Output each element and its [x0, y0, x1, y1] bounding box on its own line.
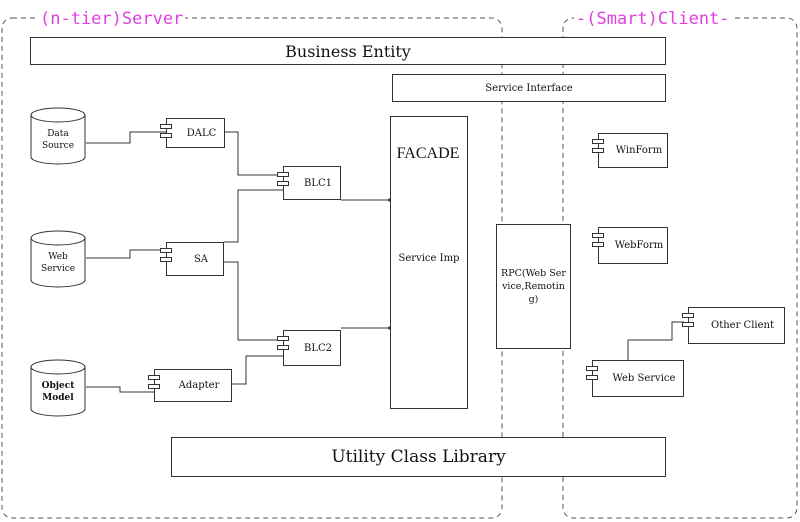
- web-service-source-label: Web Service: [40, 252, 76, 274]
- component-tab-icon: [148, 384, 160, 389]
- client-region-title: -(Smart)Client-: [574, 9, 732, 29]
- client-region-frame: [562, 17, 798, 519]
- line-datasource-dalc: [86, 131, 166, 144]
- component-tab-icon: [592, 139, 604, 144]
- server-region-title: (n-tier)Server: [38, 9, 186, 29]
- blc1-label: BLC1: [303, 177, 332, 189]
- adapter-component: Adapter: [148, 369, 232, 402]
- component-tab-icon: [277, 336, 289, 341]
- web-service-client-component: Web Service: [586, 360, 684, 397]
- component-tab-icon: [160, 257, 172, 262]
- data-source-cylinder: Data Source: [30, 107, 86, 165]
- rpc-label: RPC(Web Service,Remoting): [501, 268, 566, 305]
- line-dalc-blc1: [225, 131, 283, 176]
- winform-label: WinForm: [615, 145, 663, 156]
- sa-component: SA: [160, 242, 224, 276]
- component-tab-icon: [592, 233, 604, 238]
- component-tab-icon: [592, 148, 604, 153]
- line-sa-blc1: [224, 189, 283, 243]
- blc2-label: BLC2: [303, 342, 332, 354]
- facade-title: FACADE: [396, 144, 460, 162]
- component-tab-icon: [277, 172, 289, 177]
- business-entity-bar: Business Entity: [30, 37, 666, 65]
- component-tab-icon: [277, 345, 289, 350]
- database-icon: [30, 359, 86, 417]
- blc1-component: BLC1: [277, 166, 341, 200]
- adapter-label: Adapter: [178, 380, 220, 391]
- data-source-label: Data Source: [41, 129, 75, 151]
- component-tab-icon: [682, 322, 694, 327]
- component-tab-icon: [160, 124, 172, 129]
- database-icon: [30, 230, 86, 288]
- service-interface-bar: Service Interface: [392, 74, 666, 102]
- web-service-client-label: Web Service: [612, 373, 676, 384]
- dalc-component: DALC: [160, 118, 225, 148]
- line-webservice-sa: [86, 249, 166, 259]
- object-model-cylinder: Object Model: [30, 359, 86, 417]
- webform-component: WebForm: [592, 227, 668, 264]
- component-tab-icon: [277, 181, 289, 186]
- other-client-component: Other Client: [682, 307, 785, 344]
- line-objectmodel-adapter: [86, 386, 154, 393]
- dalc-label: DALC: [186, 127, 217, 139]
- service-imp-label: Service Imp: [398, 253, 460, 264]
- sa-label: SA: [193, 253, 209, 265]
- component-tab-icon: [586, 375, 598, 380]
- object-model-label: Object Model: [41, 381, 75, 403]
- database-icon: [30, 107, 86, 165]
- blc2-component: BLC2: [277, 330, 341, 366]
- utility-class-library-bar: Utility Class Library: [171, 437, 666, 477]
- web-service-cylinder: Web Service: [30, 230, 86, 288]
- component-tab-icon: [586, 366, 598, 371]
- line-webservice-otherclient: [627, 321, 684, 363]
- other-client-label: Other Client: [711, 320, 774, 331]
- line-adapter-blc2: [232, 355, 283, 385]
- component-tab-icon: [682, 313, 694, 318]
- rpc-box: RPC(Web Service,Remoting): [496, 224, 571, 349]
- component-tab-icon: [160, 248, 172, 253]
- webform-label: WebForm: [614, 240, 664, 251]
- winform-component: WinForm: [592, 133, 668, 168]
- component-tab-icon: [592, 242, 604, 247]
- line-sa-blc2: [224, 261, 283, 341]
- component-tab-icon: [148, 375, 160, 380]
- component-tab-icon: [160, 133, 172, 138]
- service-imp-box: Service Imp: [390, 116, 468, 409]
